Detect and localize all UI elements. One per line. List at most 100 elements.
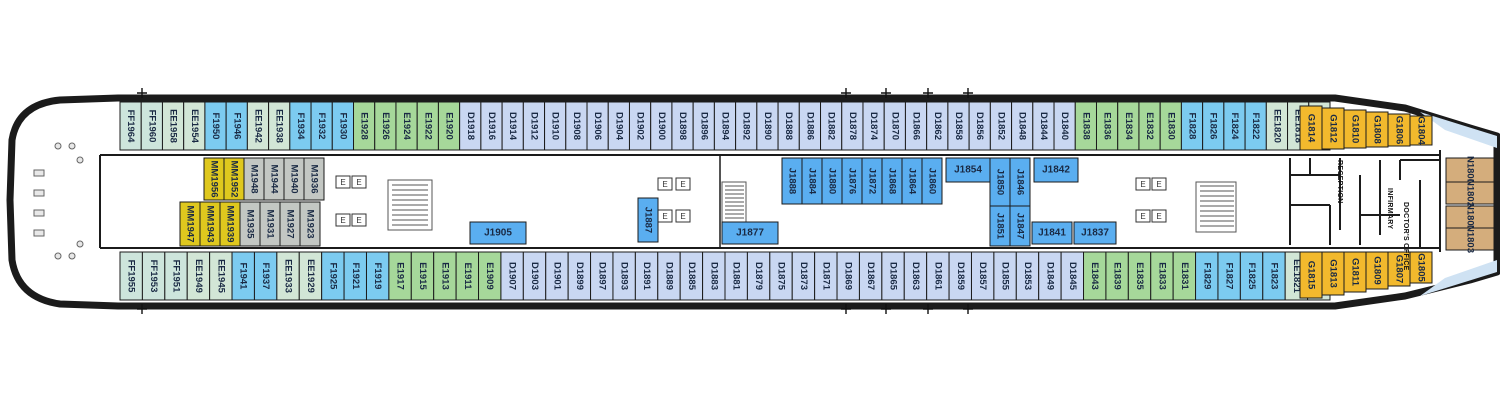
cabin-d1867[interactable]: D1867	[858, 251, 883, 301]
cabin-j1850[interactable]: J1850	[989, 157, 1011, 207]
cabin-j1842[interactable]: J1842	[1033, 157, 1079, 183]
cabin-d1888[interactable]: D1888	[777, 101, 800, 151]
cabin-g1807[interactable]: G1807	[1387, 251, 1411, 287]
cabin-e1835[interactable]: E1835	[1127, 251, 1152, 301]
cabin-d1899[interactable]: D1899	[567, 251, 592, 301]
cabin-d1918[interactable]: D1918	[459, 101, 482, 151]
cabin-m1944[interactable]: M1944	[263, 157, 285, 201]
cabin-ee1942[interactable]: EE1942	[246, 101, 270, 151]
cabin-ee1929[interactable]: EE1929	[298, 251, 323, 301]
cabin-e1922[interactable]: E1922	[416, 101, 439, 151]
cabin-mm1943[interactable]: MM1943	[199, 201, 221, 247]
cabin-d1856[interactable]: D1856	[968, 101, 991, 151]
cabin-d1901[interactable]: D1901	[545, 251, 569, 301]
cabin-mm1939[interactable]: MM1939	[219, 201, 241, 247]
cabin-e1924[interactable]: E1924	[395, 101, 418, 151]
cabin-d1892[interactable]: D1892	[735, 101, 758, 151]
cabin-ff1960[interactable]: FF1960	[140, 101, 163, 151]
cabin-d1878[interactable]: D1878	[841, 101, 864, 151]
cabin-f1950[interactable]: F1950	[204, 101, 227, 151]
cabin-g1804[interactable]: G1804	[1409, 115, 1433, 146]
cabin-ff1951[interactable]: FF1951	[164, 251, 188, 301]
cabin-e1833[interactable]: E1833	[1150, 251, 1174, 301]
cabin-e1830[interactable]: E1830	[1159, 101, 1182, 151]
cabin-mm1947[interactable]: MM1947	[179, 201, 201, 247]
cabin-j1837[interactable]: J1837	[1073, 221, 1117, 245]
cabin-d1861[interactable]: D1861	[926, 251, 950, 301]
cabin-d1885[interactable]: D1885	[679, 251, 704, 301]
cabin-g1808[interactable]: G1808	[1365, 111, 1389, 148]
cabin-j1887[interactable]: J1887	[637, 197, 659, 243]
cabin-ee1933[interactable]: EE1933	[276, 251, 300, 301]
cabin-j1877[interactable]: J1877	[721, 221, 779, 245]
cabin-d1859[interactable]: D1859	[948, 251, 972, 301]
cabin-e1928[interactable]: E1928	[353, 101, 376, 151]
cabin-e1843[interactable]: E1843	[1083, 251, 1107, 301]
cabin-f1824[interactable]: F1824	[1223, 101, 1246, 151]
cabin-d1879[interactable]: D1879	[746, 251, 771, 301]
cabin-d1900[interactable]: D1900	[650, 101, 673, 151]
cabin-m1931[interactable]: M1931	[259, 201, 281, 247]
cabin-j1847[interactable]: J1847	[1009, 205, 1031, 247]
cabin-ee1820[interactable]: EE1820	[1265, 101, 1289, 151]
cabin-j1851[interactable]: J1851	[989, 205, 1011, 247]
cabin-d1914[interactable]: D1914	[501, 101, 524, 151]
cabin-d1857[interactable]: D1857	[970, 251, 995, 301]
cabin-d1902[interactable]: D1902	[628, 101, 652, 151]
cabin-d1871[interactable]: D1871	[814, 251, 838, 301]
cabin-d1875[interactable]: D1875	[769, 251, 793, 301]
cabin-f1826[interactable]: F1826	[1202, 101, 1225, 151]
cabin-d1863[interactable]: D1863	[903, 251, 928, 301]
cabin-n1800[interactable]: N1800	[1445, 156, 1495, 184]
cabin-mm1952[interactable]: MM1952	[223, 157, 245, 201]
cabin-d1858[interactable]: D1858	[947, 101, 970, 151]
cabin-d1906[interactable]: D1906	[586, 101, 609, 151]
cabin-f1934[interactable]: F1934	[289, 101, 312, 151]
cabin-d1881[interactable]: D1881	[724, 251, 748, 301]
cabin-g1806[interactable]: G1806	[1387, 113, 1411, 147]
cabin-d1891[interactable]: D1891	[634, 251, 659, 301]
cabin-f1946[interactable]: F1946	[225, 101, 248, 151]
cabin-e1913[interactable]: E1913	[433, 251, 457, 301]
cabin-j1888[interactable]: J1888	[781, 157, 803, 205]
cabin-d1873[interactable]: D1873	[791, 251, 816, 301]
cabin-e1920[interactable]: E1920	[437, 101, 461, 151]
cabin-j1868[interactable]: J1868	[881, 157, 903, 205]
cabin-j1905[interactable]: J1905	[469, 221, 527, 245]
cabin-ee1958[interactable]: EE1958	[161, 101, 185, 151]
cabin-d1904[interactable]: D1904	[607, 101, 630, 151]
cabin-m1940[interactable]: M1940	[283, 157, 305, 201]
cabin-d1869[interactable]: D1869	[836, 251, 860, 301]
cabin-g1813[interactable]: G1813	[1321, 251, 1345, 296]
cabin-m1927[interactable]: M1927	[279, 201, 301, 247]
cabin-ff1964[interactable]: FF1964	[119, 101, 142, 151]
cabin-d1852[interactable]: D1852	[989, 101, 1013, 151]
cabin-j1880[interactable]: J1880	[821, 157, 843, 205]
cabin-f1919[interactable]: F1919	[365, 251, 390, 301]
cabin-d1855[interactable]: D1855	[993, 251, 1017, 301]
cabin-j1872[interactable]: J1872	[861, 157, 883, 205]
cabin-f1921[interactable]: F1921	[343, 251, 367, 301]
cabin-d1889[interactable]: D1889	[657, 251, 681, 301]
cabin-d1853[interactable]: D1853	[1015, 251, 1040, 301]
cabin-g1815[interactable]: G1815	[1299, 251, 1323, 299]
cabin-ff1953[interactable]: FF1953	[141, 251, 166, 301]
cabin-ee1938[interactable]: EE1938	[268, 101, 291, 151]
cabin-j1854[interactable]: J1854	[945, 157, 991, 183]
cabin-e1911[interactable]: E1911	[455, 251, 480, 301]
cabin-e1831[interactable]: E1831	[1172, 251, 1197, 301]
cabin-d1890[interactable]: D1890	[756, 101, 779, 151]
cabin-d1840[interactable]: D1840	[1053, 101, 1076, 151]
cabin-d1897[interactable]: D1897	[590, 251, 614, 301]
cabin-d1845[interactable]: D1845	[1060, 251, 1085, 301]
cabin-j1841[interactable]: J1841	[1031, 221, 1073, 245]
cabin-j1876[interactable]: J1876	[841, 157, 863, 205]
cabin-d1903[interactable]: D1903	[522, 251, 547, 301]
cabin-d1848[interactable]: D1848	[1011, 101, 1034, 151]
cabin-m1935[interactable]: M1935	[239, 201, 261, 247]
cabin-f1827[interactable]: F1827	[1217, 251, 1241, 301]
cabin-d1874[interactable]: D1874	[862, 101, 885, 151]
cabin-d1896[interactable]: D1896	[692, 101, 715, 151]
cabin-d1898[interactable]: D1898	[671, 101, 694, 151]
cabin-n1802[interactable]: N1802	[1445, 179, 1495, 207]
